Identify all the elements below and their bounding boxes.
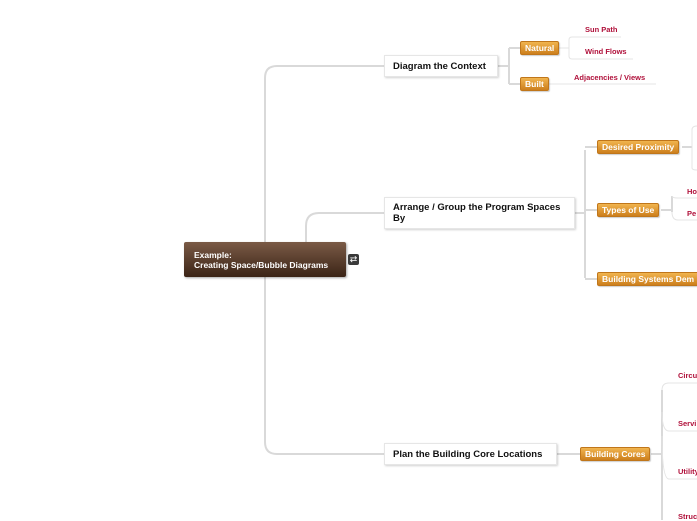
topic-label: Diagram the Context xyxy=(393,60,486,72)
subtopic-desired-proximity[interactable]: Desired Proximity xyxy=(597,140,680,154)
subtopic-building-systems[interactable]: Building Systems Dem xyxy=(597,272,697,286)
subtopic-natural[interactable]: Natural xyxy=(520,41,560,55)
subtopic-label: Building Cores xyxy=(585,449,646,459)
subtopic-label: Desired Proximity xyxy=(602,142,675,152)
subtopic-label: Building Systems Dem xyxy=(602,274,695,284)
leaf-ho[interactable]: Ho xyxy=(687,187,697,196)
root-line-1: Example: xyxy=(194,250,232,260)
subtopic-built[interactable]: Built xyxy=(520,77,549,91)
collapse-toggle-icon[interactable]: ⇄ xyxy=(348,254,359,265)
leaf-circu[interactable]: Circu xyxy=(678,371,697,380)
subtopic-label: Built xyxy=(525,79,544,89)
topic-arrange-group[interactable]: Arrange / Group the Program Spaces By xyxy=(384,197,575,229)
leaf-struc[interactable]: Struc xyxy=(678,512,697,521)
topic-diagram-the-context[interactable]: Diagram the Context xyxy=(384,55,498,77)
root-line-2: Creating Space/Bubble Diagrams xyxy=(194,260,329,270)
topic-label: Plan the Building Core Locations xyxy=(393,448,543,460)
leaf-adjacencies-views[interactable]: Adjacencies / Views xyxy=(574,73,646,82)
subtopic-label: Types of Use xyxy=(602,205,655,215)
root-topic[interactable]: Example: Creating Space/Bubble Diagrams xyxy=(184,242,346,277)
topic-label: Arrange / Group the Program Spaces By xyxy=(393,202,561,224)
leaf-pe[interactable]: Pe xyxy=(687,209,697,218)
subtopic-types-of-use[interactable]: Types of Use xyxy=(597,203,660,217)
subtopic-label: Natural xyxy=(525,43,555,53)
leaf-sun-path[interactable]: Sun Path xyxy=(585,25,618,34)
subtopic-building-cores[interactable]: Building Cores xyxy=(580,447,651,461)
leaf-wind-flows[interactable]: Wind Flows xyxy=(585,47,627,56)
leaf-utility[interactable]: Utility xyxy=(678,467,697,476)
leaf-servi[interactable]: Servi xyxy=(678,419,697,428)
topic-plan-building-cores[interactable]: Plan the Building Core Locations xyxy=(384,443,557,465)
